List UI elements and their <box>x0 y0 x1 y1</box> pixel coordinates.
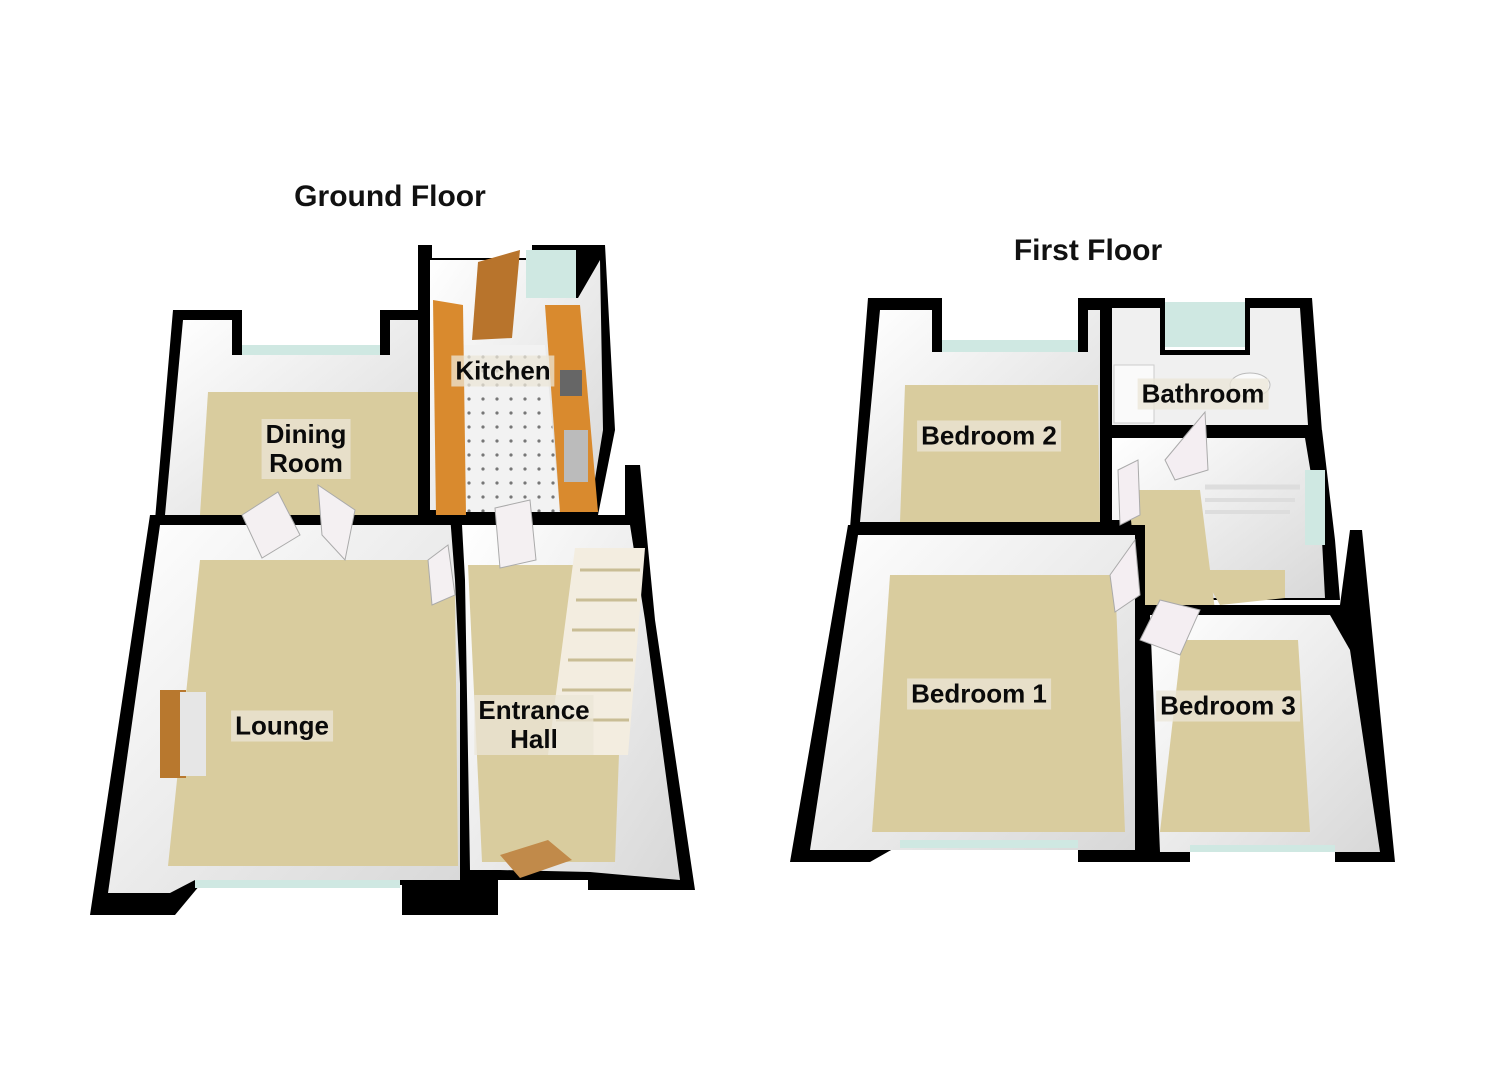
back-door <box>472 250 520 340</box>
entrance-hall-room <box>450 465 695 915</box>
stair-balustrade <box>1205 484 1300 514</box>
window <box>1165 302 1245 347</box>
first-floor-doors <box>1109 410 1209 656</box>
ground-floor-plan <box>90 245 695 915</box>
dining-room-label-line2: Room <box>269 448 343 478</box>
window <box>900 840 1078 848</box>
bedroom-3-label: Bedroom 3 <box>1156 690 1300 722</box>
bedroom-3-room <box>1138 530 1395 862</box>
bedroom-2-room <box>850 298 1110 528</box>
ground-floor-title: Ground Floor <box>294 180 486 213</box>
front-door <box>500 840 572 878</box>
entrance-hall-label-line2: Hall <box>510 724 558 754</box>
window <box>1305 470 1325 545</box>
entrance-hall-label-line1: Entrance <box>478 695 590 725</box>
window <box>942 340 1078 352</box>
window <box>526 250 576 298</box>
window <box>195 880 400 888</box>
lounge-label: Lounge <box>231 710 333 742</box>
window <box>1190 845 1335 852</box>
landing <box>1100 430 1340 610</box>
bedroom-1-label: Bedroom 1 <box>907 678 1051 710</box>
internal-doors <box>241 484 537 606</box>
dining-room-label-line1: Dining <box>265 419 347 449</box>
bathroom-room <box>1100 298 1322 432</box>
first-floor-title: First Floor <box>1013 234 1163 267</box>
first-floor-plan <box>790 298 1395 862</box>
entrance-hall-label: Entrance Hall <box>474 695 594 755</box>
dining-room-label: Dining Room <box>261 419 351 479</box>
dining-room <box>155 310 432 520</box>
bedroom-2-label: Bedroom 2 <box>917 420 1061 452</box>
bathroom-label: Bathroom <box>1137 378 1269 410</box>
kitchen-label: Kitchen <box>451 355 555 387</box>
window <box>242 345 380 355</box>
